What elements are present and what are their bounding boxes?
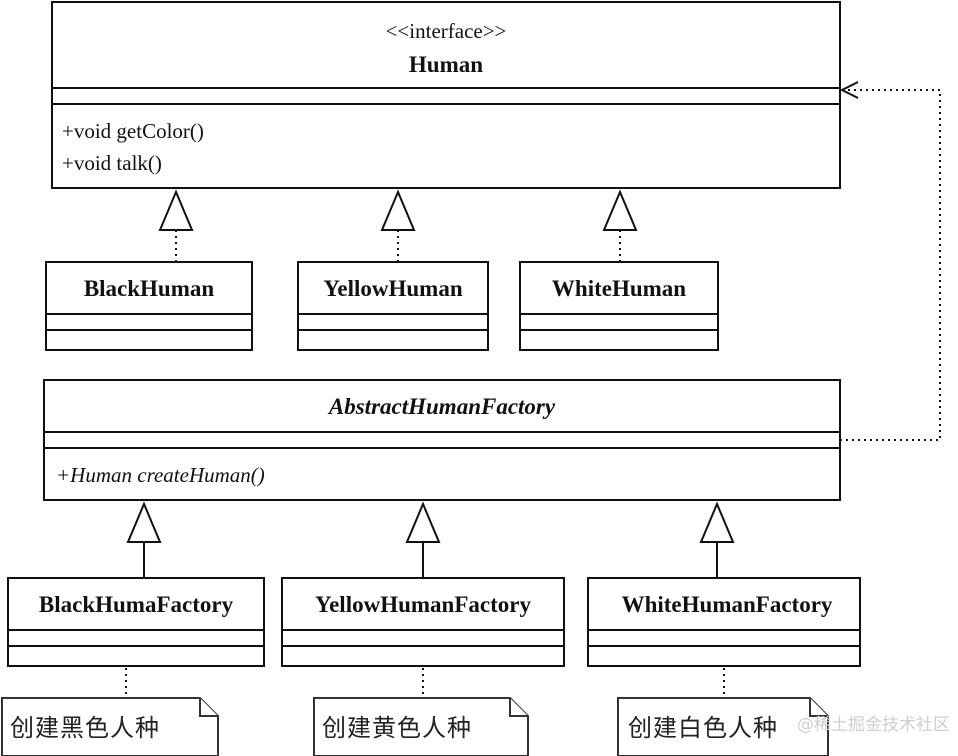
method-get-color: +void getColor() [62, 119, 204, 143]
note-text-white: 创建白色人种 [628, 714, 778, 742]
note-white: 创建白色人种 [617, 697, 829, 756]
class-yellow-human-factory: YellowHumanFactory [281, 577, 565, 667]
note-text-black: 创建黑色人种 [10, 714, 160, 742]
generalization-arrows-factories [126, 501, 735, 578]
interface-stereotype: <<interface>> [386, 19, 507, 43]
method-talk: +void talk() [62, 151, 162, 175]
abstract-factory-name: AbstractHumanFactory [327, 394, 556, 419]
note-connectors [125, 668, 725, 698]
class-black-huma-factory: BlackHumaFactory [7, 577, 265, 667]
note-text-yellow: 创建黄色人种 [322, 714, 472, 742]
note-black: 创建黑色人种 [1, 697, 219, 756]
class-yellow-human: YellowHuman [297, 261, 489, 351]
method-create-human: +Human createHuman() [56, 463, 265, 487]
class-name-yellow-human-factory: YellowHumanFactory [315, 592, 531, 617]
class-name-black-human: BlackHuman [84, 276, 215, 301]
interface-human-box: <<interface>> Human +void getColor() +vo… [51, 1, 841, 189]
interface-name: Human [409, 52, 483, 77]
class-black-human: BlackHuman [45, 261, 253, 351]
generalization-arrow-yellow [405, 501, 441, 543]
class-name-white-human-factory: WhiteHumanFactory [622, 592, 833, 617]
realization-arrow-black [158, 189, 194, 231]
class-white-human: WhiteHuman [519, 261, 719, 351]
generalization-arrow-white [699, 501, 735, 543]
realization-arrow-white [602, 189, 638, 231]
generalization-arrow-black [126, 501, 162, 543]
class-white-human-factory: WhiteHumanFactory [587, 577, 861, 667]
class-name-yellow-human: YellowHuman [323, 276, 463, 301]
realization-arrows-products [158, 189, 638, 262]
abstract-factory-box: AbstractHumanFactory +Human createHuman(… [43, 379, 841, 501]
class-name-white-human: WhiteHuman [552, 276, 686, 301]
watermark-text: @稀土掘金技术社区 [797, 715, 950, 735]
class-name-black-huma-factory: BlackHumaFactory [39, 592, 234, 617]
note-yellow: 创建黄色人种 [313, 697, 529, 756]
dependency-arrow-factory-to-human [839, 81, 941, 441]
realization-arrow-yellow [380, 189, 416, 231]
